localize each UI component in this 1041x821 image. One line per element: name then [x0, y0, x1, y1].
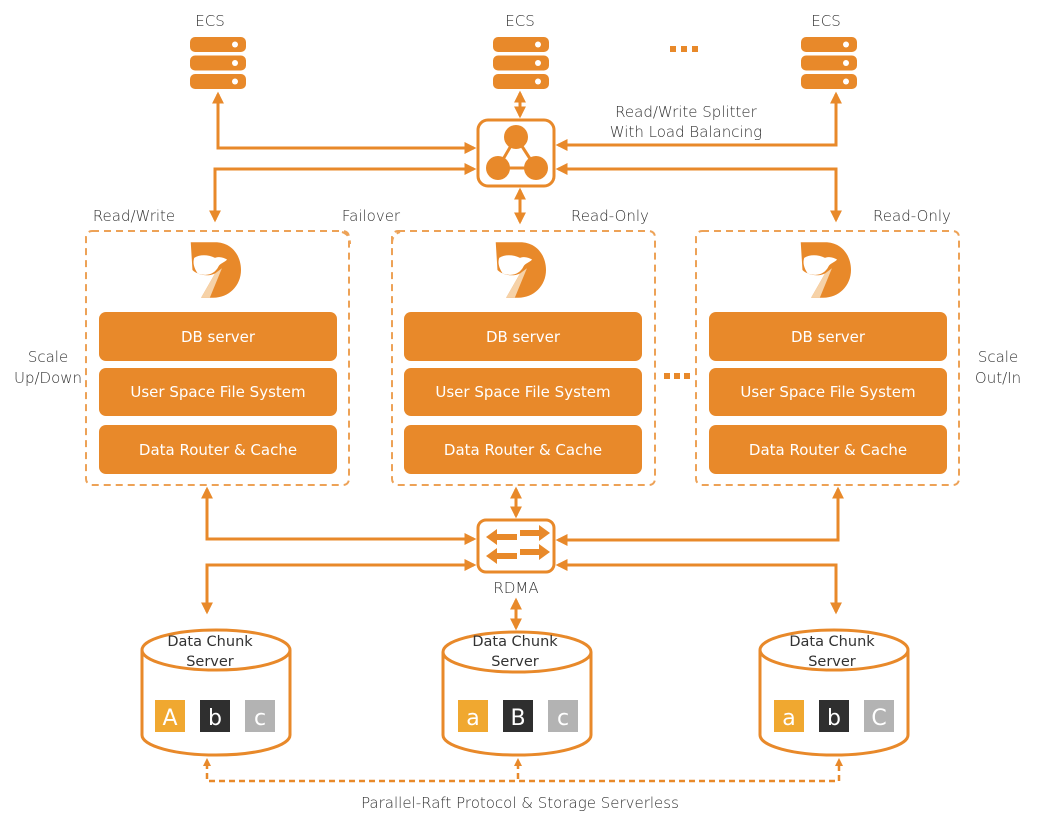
polardb-logo-icon [495, 242, 546, 298]
svg-text:Data Router & Cache: Data Router & Cache [749, 441, 907, 459]
scale-right-line1: Scale [978, 348, 1018, 366]
chunk-replica: c [548, 700, 578, 732]
db-node-read-only-2: DB server User Space File System Data Ro… [695, 230, 960, 486]
polardb-logo-icon [190, 242, 241, 298]
svg-text:Data Router & Cache: Data Router & Cache [139, 441, 297, 459]
svg-text:b: b [827, 706, 841, 731]
node-role-label: Read-Only [873, 207, 951, 225]
svg-text:DB server: DB server [181, 328, 256, 346]
polardb-logo-icon [800, 242, 851, 298]
splitter-label-line2: With Load Balancing [610, 123, 762, 141]
network-switch-icon [486, 525, 550, 564]
chunk-replica: b [819, 700, 849, 732]
layer-user-space-fs: User Space File System [404, 368, 642, 416]
layer-user-space-fs: User Space File System [99, 368, 337, 416]
server-stack-icon [801, 37, 857, 89]
chunk-server-label-line2: Server [186, 654, 234, 670]
svg-text:User Space File System: User Space File System [130, 383, 305, 401]
svg-text:b: b [208, 706, 222, 731]
rdma-connectors [201, 486, 844, 631]
scale-left-line2: Up/Down [14, 369, 82, 387]
node-ellipsis [664, 373, 690, 379]
chunk-server-label-line1: Data Chunk [789, 634, 875, 650]
chunk-server-label-line2: Server [491, 654, 539, 670]
chunk-replica: A [155, 700, 185, 732]
chunk-server-1: Data Chunk Server A b c [140, 628, 292, 757]
chunk-replica: C [864, 700, 894, 732]
chunk-replica: B [503, 700, 533, 732]
ecs-node-3: ECS [801, 12, 857, 89]
splitter-label-line1: Read/Write Splitter [615, 103, 757, 121]
ecs-node-2: ECS [493, 12, 549, 89]
server-stack-icon [190, 37, 246, 89]
chunk-replica: c [245, 700, 275, 732]
splitter-node-connectors [209, 163, 842, 225]
scale-right-line2: Out/In [975, 369, 1021, 387]
layer-data-router-cache: Data Router & Cache [709, 425, 947, 474]
ecs-connectors [212, 90, 842, 154]
db-node-read-write: DB server User Space File System Data Ro… [85, 230, 350, 486]
svg-text:c: c [254, 706, 266, 731]
rdma-label: RDMA [493, 579, 538, 597]
server-stack-icon [493, 37, 549, 89]
node-border [85, 230, 350, 486]
layer-data-router-cache: Data Router & Cache [404, 425, 642, 474]
footer-label: Parallel-Raft Protocol & Storage Serverl… [361, 794, 679, 812]
svg-text:DB server: DB server [486, 328, 561, 346]
svg-text:C: C [871, 706, 886, 731]
chunk-server-3: Data Chunk Server a b C [758, 628, 910, 757]
svg-text:B: B [510, 706, 525, 731]
layer-user-space-fs: User Space File System [709, 368, 947, 416]
layer-db-server: DB server [709, 312, 947, 361]
chunk-server-label-line1: Data Chunk [167, 634, 253, 650]
ecs-node-1: ECS [190, 12, 246, 89]
scale-left-line1: Scale [28, 348, 68, 366]
chunk-replica: b [200, 700, 230, 732]
parallel-raft-connectors [203, 758, 843, 783]
ecs-label: ECS [811, 12, 840, 30]
ecs-label: ECS [195, 12, 224, 30]
layer-db-server: DB server [404, 312, 642, 361]
svg-text:c: c [557, 706, 569, 731]
node-border [695, 230, 960, 486]
ecs-label: ECS [505, 12, 534, 30]
failover-label: Failover [342, 207, 401, 225]
ecs-ellipsis [670, 46, 698, 52]
chunk-server-label-line2: Server [808, 654, 856, 670]
node-role-label: Read-Only [571, 207, 649, 225]
chunk-replica: a [458, 700, 488, 732]
svg-text:A: A [162, 706, 177, 731]
svg-text:a: a [782, 706, 795, 731]
chunk-replica: a [774, 700, 804, 732]
svg-text:User Space File System: User Space File System [740, 383, 915, 401]
chunk-server-label-line1: Data Chunk [472, 634, 558, 650]
node-border [391, 230, 656, 486]
chunk-server-2: Data Chunk Server a B c [441, 630, 593, 757]
db-node-read-only-1: DB server User Space File System Data Ro… [391, 230, 656, 486]
load-balancer-icon [486, 125, 548, 180]
layer-db-server: DB server [99, 312, 337, 361]
svg-text:Data Router & Cache: Data Router & Cache [444, 441, 602, 459]
svg-text:DB server: DB server [791, 328, 866, 346]
svg-text:a: a [466, 706, 479, 731]
layer-data-router-cache: Data Router & Cache [99, 425, 337, 474]
node-role-label: Read/Write [93, 207, 175, 225]
svg-text:User Space File System: User Space File System [435, 383, 610, 401]
rdma-switch: RDMA [476, 518, 556, 597]
